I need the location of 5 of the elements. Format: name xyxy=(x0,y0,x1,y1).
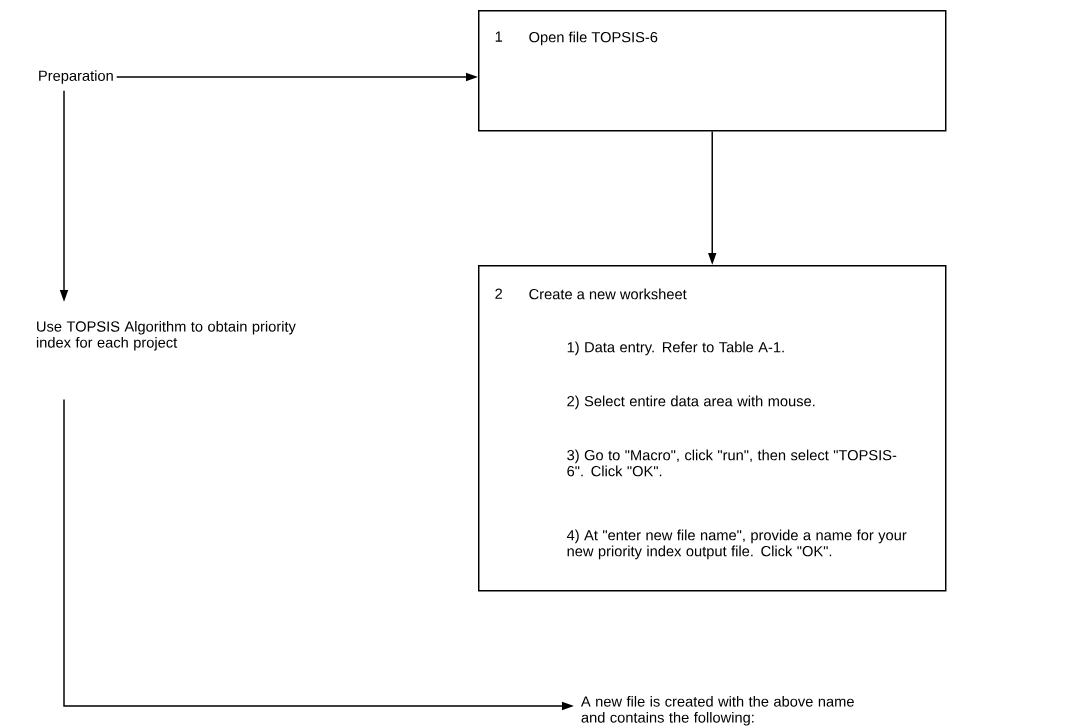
step-text: A new file is created with the above name and contains the following: xyxy=(580,695,854,726)
step-box: 2 Create a new worksheet 1) Data entry. Refer to Table A-1. 2) Select entire data area with mouse. 3) Go to "Macro", click "run", then select "TOPSIS-6". Click "OK". 4) At "enter new file name", provide a name for your new priority index output file. Click "OK". xyxy=(478,265,947,592)
step-text: Use TOPSIS Algorithm to obtain priority index for each project xyxy=(36,320,296,351)
step-box: 1 Open file TOPSIS-6 xyxy=(478,10,947,132)
step-text: Preparation xyxy=(39,70,113,84)
